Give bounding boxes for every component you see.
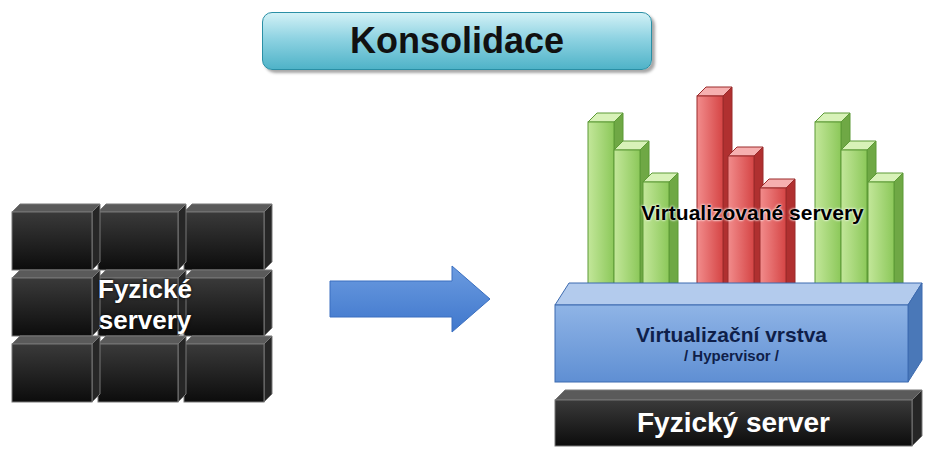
front-face (12, 212, 92, 270)
top-face (555, 390, 922, 400)
node-label: Virtualizované servery (641, 200, 864, 225)
side-face (264, 204, 272, 270)
server-grid-box: Fyzické servery (10, 200, 280, 410)
virtual-servers-group: Virtualizované servery (580, 90, 925, 280)
front-face (184, 344, 264, 402)
title-banner: Konsolidace (262, 12, 652, 70)
front-face (12, 278, 92, 336)
top-face (98, 204, 186, 212)
server-block (184, 270, 272, 336)
virtual-server-bar (697, 87, 732, 300)
virtual-server-bar (760, 179, 795, 300)
node-label: Fyzické servery (78, 274, 213, 336)
server-block (98, 336, 186, 402)
top-face (12, 204, 100, 212)
front-face (12, 344, 92, 402)
top-face (12, 270, 100, 278)
server-block (12, 336, 100, 402)
side-face (894, 173, 903, 300)
front-face (868, 182, 894, 300)
virtual-server-bars (588, 87, 903, 300)
node-label: Fyzický server (637, 406, 830, 440)
virtual-server-bar (643, 173, 678, 300)
front-face (555, 400, 912, 446)
server-block (12, 270, 100, 336)
side-face (264, 336, 272, 402)
side-face (264, 270, 272, 336)
node-sublabel: / Hypervisor / (684, 347, 779, 365)
server-block (184, 336, 272, 402)
side-face (908, 283, 922, 382)
server-block (12, 204, 100, 270)
front-face (728, 156, 754, 300)
top-face (555, 283, 922, 305)
front-face (697, 96, 723, 300)
side-face (912, 390, 922, 446)
top-face (184, 270, 272, 278)
block-arrow (330, 266, 490, 332)
title: Konsolidace (350, 20, 564, 62)
front-face (841, 150, 867, 300)
side-face (178, 204, 186, 270)
physical-server: Fyzický server (555, 400, 912, 446)
top-face (184, 204, 272, 212)
hypervisor-layer: Virtualizační vrstva/ Hypervisor / (555, 305, 908, 382)
front-face (614, 150, 640, 300)
front-face (588, 122, 614, 300)
node-label: Virtualizační vrstva (636, 322, 827, 347)
virtual-server-bar (868, 173, 903, 300)
side-face (92, 204, 100, 270)
server-base (555, 390, 922, 446)
server-block (98, 204, 186, 270)
top-face (98, 336, 186, 344)
side-face (669, 173, 678, 300)
front-face (98, 344, 178, 402)
top-face (184, 336, 272, 344)
side-face (92, 336, 100, 402)
front-face (555, 305, 908, 382)
top-face (12, 336, 100, 344)
front-face (184, 278, 264, 336)
server-block (184, 204, 272, 270)
side-face (786, 179, 795, 300)
front-face (184, 212, 264, 270)
server-grid (12, 204, 272, 402)
side-face (178, 336, 186, 402)
front-face (643, 182, 669, 300)
hypervisor-slab (555, 283, 922, 382)
front-face (98, 212, 178, 270)
